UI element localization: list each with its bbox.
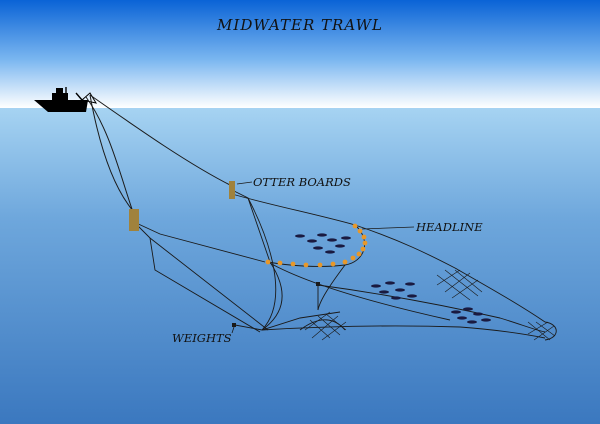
- label-leaders: [231, 181, 415, 334]
- warp-cables: [85, 94, 233, 216]
- headline-floats: [265, 223, 368, 268]
- weights-label: WEIGHTS: [172, 331, 232, 345]
- net-weights: [232, 282, 320, 327]
- otter-board-lower: [129, 209, 139, 231]
- fish-school: [295, 233, 491, 324]
- otter-boards-label: OTTER BOARDS: [253, 175, 351, 189]
- headline-label: HEADLINE: [415, 220, 483, 234]
- otter-board-upper: [229, 181, 235, 199]
- trawl-net: [133, 189, 557, 341]
- diagram-title: MIDWATER TRAWL: [216, 16, 383, 34]
- sky: [0, 0, 600, 108]
- net-mesh: [304, 269, 556, 341]
